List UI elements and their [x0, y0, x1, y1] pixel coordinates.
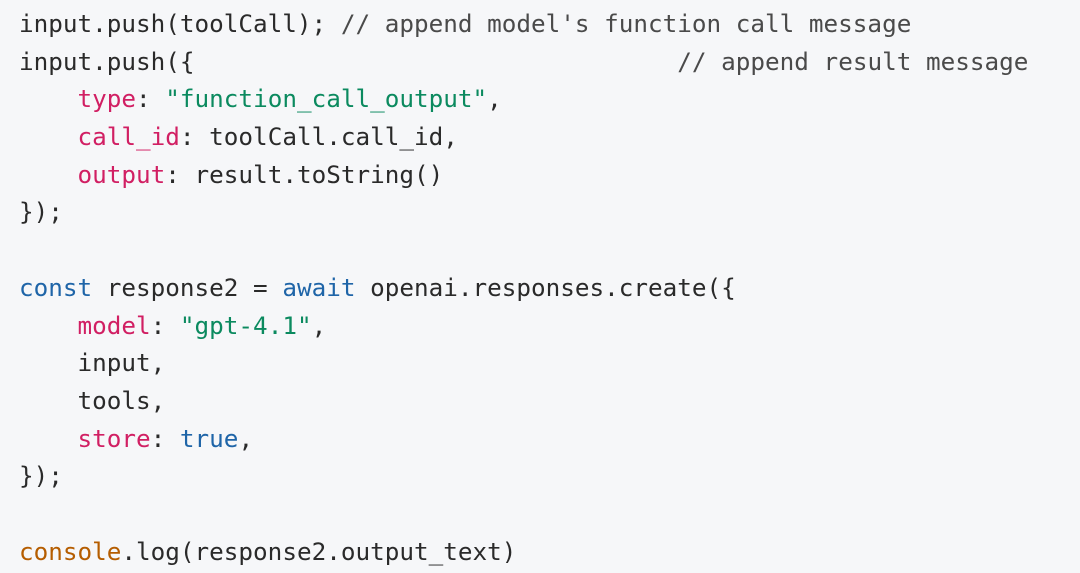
code-text: : — [150, 423, 180, 453]
code-line: model: "gpt-4.1", — [19, 307, 1080, 345]
code-line: }); — [19, 457, 1080, 495]
code-text: tools, — [19, 385, 166, 415]
code-text — [19, 311, 78, 340]
code-text: : toolCall.call_id, — [179, 122, 458, 152]
code-string: "function_call_output" — [165, 84, 488, 114]
code-line: const response2 = await openai.responses… — [19, 269, 1080, 307]
code-builtin: console — [19, 536, 122, 566]
code-line: console.log(response2.output_text) — [19, 533, 1080, 571]
code-line: }); — [19, 193, 1080, 231]
code-string: "gpt-4.1" — [179, 310, 312, 340]
code-keyword: const — [19, 272, 93, 302]
code-lines: input.push(toolCall); // append model's … — [19, 5, 1080, 570]
code-line: input.push(toolCall); // append model's … — [19, 5, 1080, 43]
code-keyword: await — [282, 272, 356, 302]
code-line: input.push({ // append result message — [19, 43, 1080, 81]
code-line: output: result.toString() — [19, 156, 1080, 194]
code-comment: // append result message — [677, 46, 1029, 76]
code-property: store — [77, 423, 151, 453]
code-line: input, — [19, 344, 1080, 382]
code-text: }); — [19, 461, 63, 491]
code-text: : — [136, 84, 166, 114]
code-text: .log(response2.output_text) — [121, 536, 517, 566]
code-text: openai.responses.create({ — [355, 272, 736, 302]
code-text — [19, 122, 78, 151]
code-text — [19, 424, 78, 453]
code-line: store: true, — [19, 420, 1080, 458]
code-blank-line — [19, 495, 1080, 533]
code-text — [19, 160, 78, 189]
code-property: output — [77, 159, 166, 189]
code-text — [195, 47, 678, 76]
code-text — [19, 84, 78, 113]
code-text: input.push(toolCall); — [19, 9, 341, 38]
code-blank-line — [19, 231, 1080, 269]
code-property: type — [77, 84, 137, 114]
code-text: : — [150, 310, 180, 340]
code-text: input.push({ — [19, 46, 195, 76]
code-line: type: "function_call_output", — [19, 80, 1080, 118]
code-keyword: true — [179, 423, 239, 453]
code-text: response2 = — [92, 272, 283, 302]
code-text: input, — [19, 348, 166, 378]
code-text: }); — [19, 197, 63, 227]
code-text: : result.toString() — [165, 159, 444, 189]
code-text: , — [487, 84, 502, 114]
code-text: , — [311, 310, 327, 340]
code-text: , — [238, 423, 254, 453]
code-line: tools, — [19, 382, 1080, 420]
code-property: call_id — [77, 122, 180, 152]
code-property: model — [77, 310, 151, 340]
code-comment: // append model's function call message — [340, 9, 912, 38]
code-line: call_id: toolCall.call_id, — [19, 118, 1080, 156]
